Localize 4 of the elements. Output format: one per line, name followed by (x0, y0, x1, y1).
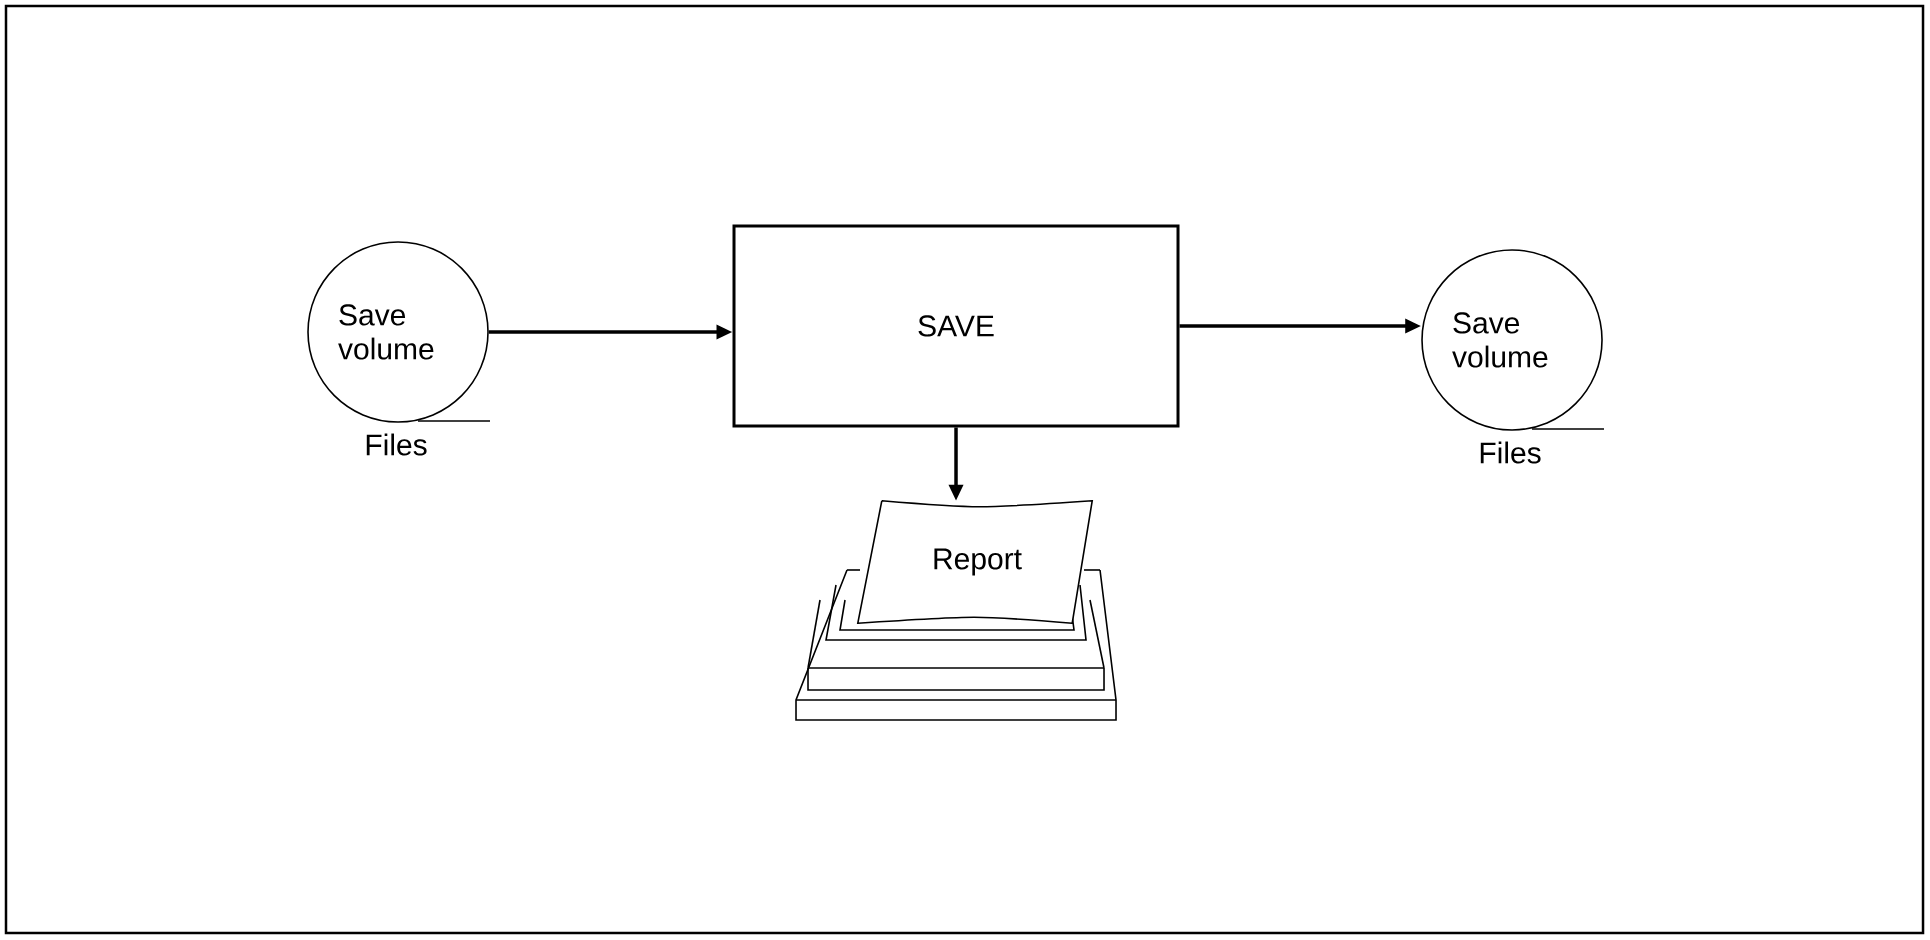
report-paper: Report (857, 500, 1093, 624)
process-box: SAVE (732, 224, 1180, 428)
node-label: Files (366, 433, 427, 456)
node-label: Files (1480, 441, 1541, 464)
